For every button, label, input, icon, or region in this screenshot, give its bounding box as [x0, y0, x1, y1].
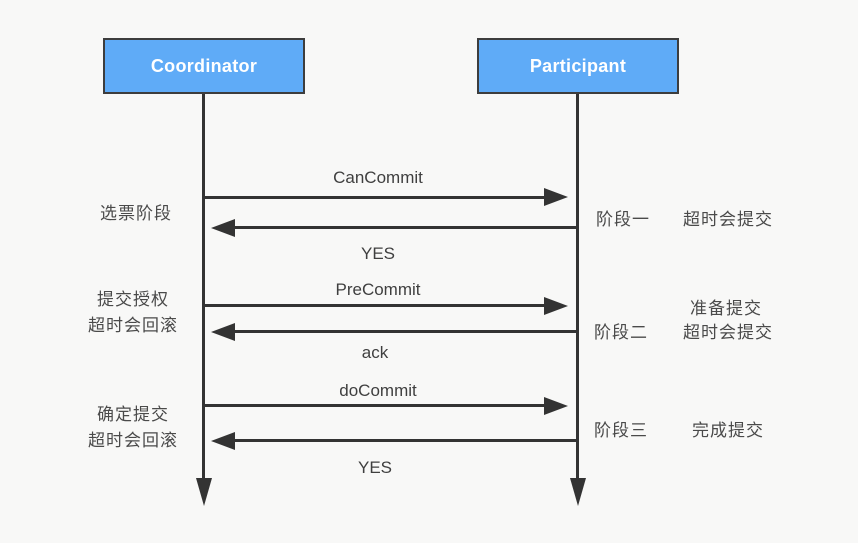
message-label-yes-2: YES — [357, 458, 393, 477]
phase3-left-line2: 超时会回滚 — [88, 431, 178, 450]
phase3-note: 完成提交 — [692, 421, 764, 440]
message-label-ack: ack — [361, 343, 389, 362]
arrowhead-left-icon — [211, 219, 235, 237]
message-line-cancommit — [203, 196, 544, 199]
lifeline-coordinator — [202, 94, 205, 478]
lifeline-arrowhead-coordinator — [196, 478, 212, 506]
phase1-name: 阶段一 — [596, 210, 650, 229]
arrowhead-left-icon — [211, 432, 235, 450]
actor-label-coordinator: Coordinator — [150, 55, 258, 76]
arrowhead-left-icon — [211, 323, 235, 341]
message-label-cancommit: CanCommit — [333, 168, 423, 187]
message-line-ack — [235, 330, 577, 333]
phase3-name: 阶段三 — [594, 421, 648, 440]
lifeline-arrowhead-participant — [570, 478, 586, 506]
arrowhead-right-icon — [544, 188, 568, 206]
message-label-yes-1: YES — [360, 244, 396, 263]
phase2-left-line2: 超时会回滚 — [88, 316, 178, 335]
phase3-left-label: 确定提交 超时会回滚 — [88, 402, 178, 454]
message-line-yes-1 — [235, 226, 577, 229]
message-line-docommit — [203, 404, 544, 407]
message-line-yes-2 — [235, 439, 577, 442]
phase1-note: 超时会提交 — [683, 210, 773, 229]
phase2-left-line1: 提交授权 — [97, 290, 169, 309]
actor-box-participant: Participant — [477, 38, 679, 94]
lifeline-participant — [576, 94, 579, 478]
phase1-left-line1: 选票阶段 — [100, 204, 172, 223]
arrowhead-right-icon — [544, 297, 568, 315]
message-label-precommit: PreCommit — [335, 280, 421, 299]
phase2-name: 阶段二 — [594, 323, 648, 342]
actor-box-coordinator: Coordinator — [103, 38, 305, 94]
actor-label-participant: Participant — [529, 55, 627, 76]
phase2-left-label: 提交授权 超时会回滚 — [88, 287, 178, 339]
phase3-left-line1: 确定提交 — [97, 405, 169, 424]
arrowhead-right-icon — [544, 397, 568, 415]
message-line-precommit — [203, 304, 544, 307]
phase2-note-line1: 准备提交 — [690, 299, 762, 318]
phase2-note-line2: 超时会提交 — [683, 323, 773, 342]
phase1-left-label: 选票阶段 — [100, 201, 172, 227]
message-label-docommit: doCommit — [339, 381, 417, 400]
